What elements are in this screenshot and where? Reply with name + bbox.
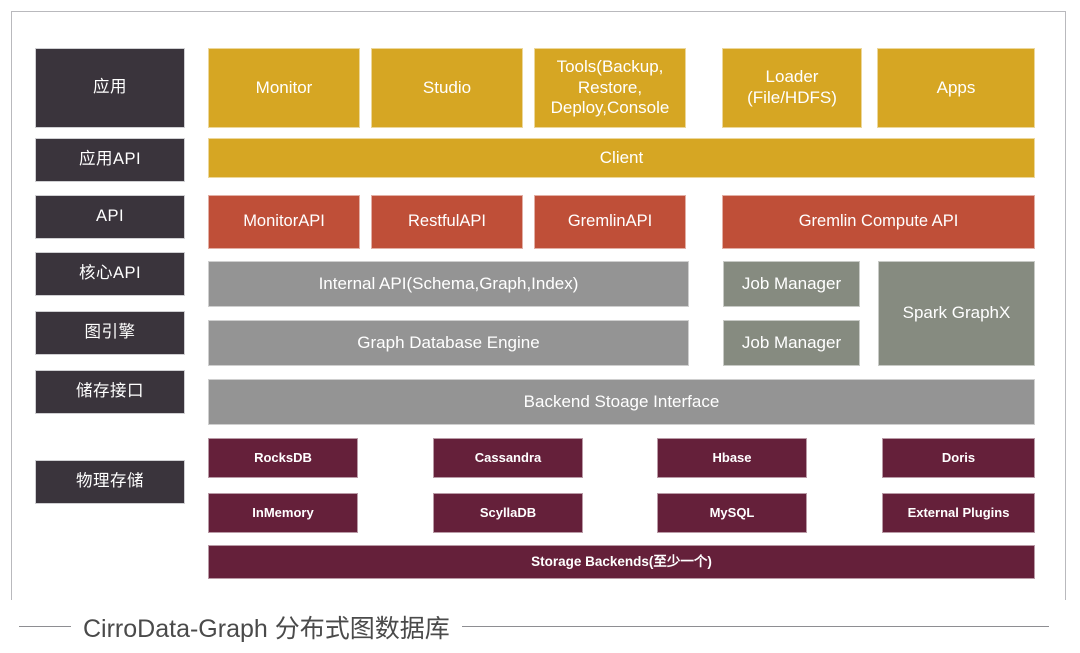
storage-box-mysql[interactable]: MySQL	[657, 493, 807, 533]
engine-box-job-manager[interactable]: Job Manager	[723, 320, 860, 366]
storage-box-inmemory[interactable]: InMemory	[208, 493, 358, 533]
storage-box-rocksdb[interactable]: RocksDB	[208, 438, 358, 478]
layer-label-physical-storage: 物理存储	[35, 460, 185, 504]
storage-box-cassandra[interactable]: Cassandra	[433, 438, 583, 478]
layer-label-application-api: 应用API	[35, 138, 185, 182]
api-box-restfulapi[interactable]: RestfulAPI	[371, 195, 523, 249]
layer-label-core-api: 核心API	[35, 252, 185, 296]
storage-backends-bar[interactable]: Storage Backends(至少一个)	[208, 545, 1035, 579]
api-box-gremlin-compute-api[interactable]: Gremlin Compute API	[722, 195, 1035, 249]
storage-box-doris[interactable]: Doris	[882, 438, 1035, 478]
api-box-gremlinapi[interactable]: GremlinAPI	[534, 195, 686, 249]
app-box-loader[interactable]: Loader (File/HDFS)	[722, 48, 862, 128]
app-box-monitor[interactable]: Monitor	[208, 48, 360, 128]
storage-interface-bar[interactable]: Backend Stoage Interface	[208, 379, 1035, 425]
client-bar[interactable]: Client	[208, 138, 1035, 178]
engine-box-graph-database-engine[interactable]: Graph Database Engine	[208, 320, 689, 366]
caption-text: CirroData-Graph 分布式图数据库	[83, 614, 450, 643]
app-box-studio[interactable]: Studio	[371, 48, 523, 128]
layer-label-application: 应用	[35, 48, 185, 128]
layer-label-graph-engine: 图引擎	[35, 311, 185, 355]
storage-box-external-plugins[interactable]: External Plugins	[882, 493, 1035, 533]
storage-box-hbase[interactable]: Hbase	[657, 438, 807, 478]
caption-rule-left	[19, 626, 71, 627]
core-box-job-manager[interactable]: Job Manager	[723, 261, 860, 307]
caption-rule-right	[461, 626, 1049, 627]
storage-box-scylladb[interactable]: ScyllaDB	[433, 493, 583, 533]
compute-box-spark-graphx[interactable]: Spark GraphX	[878, 261, 1035, 366]
diagram-caption: CirroData-Graph 分布式图数据库	[11, 600, 1069, 653]
core-box-internal-api[interactable]: Internal API(Schema,Graph,Index)	[208, 261, 689, 307]
layer-label-storage-interface: 储存接口	[35, 370, 185, 414]
layer-label-api: API	[35, 195, 185, 239]
app-box-apps[interactable]: Apps	[877, 48, 1035, 128]
app-box-tools[interactable]: Tools(Backup, Restore, Deploy,Console	[534, 48, 686, 128]
api-box-monitorapi[interactable]: MonitorAPI	[208, 195, 360, 249]
